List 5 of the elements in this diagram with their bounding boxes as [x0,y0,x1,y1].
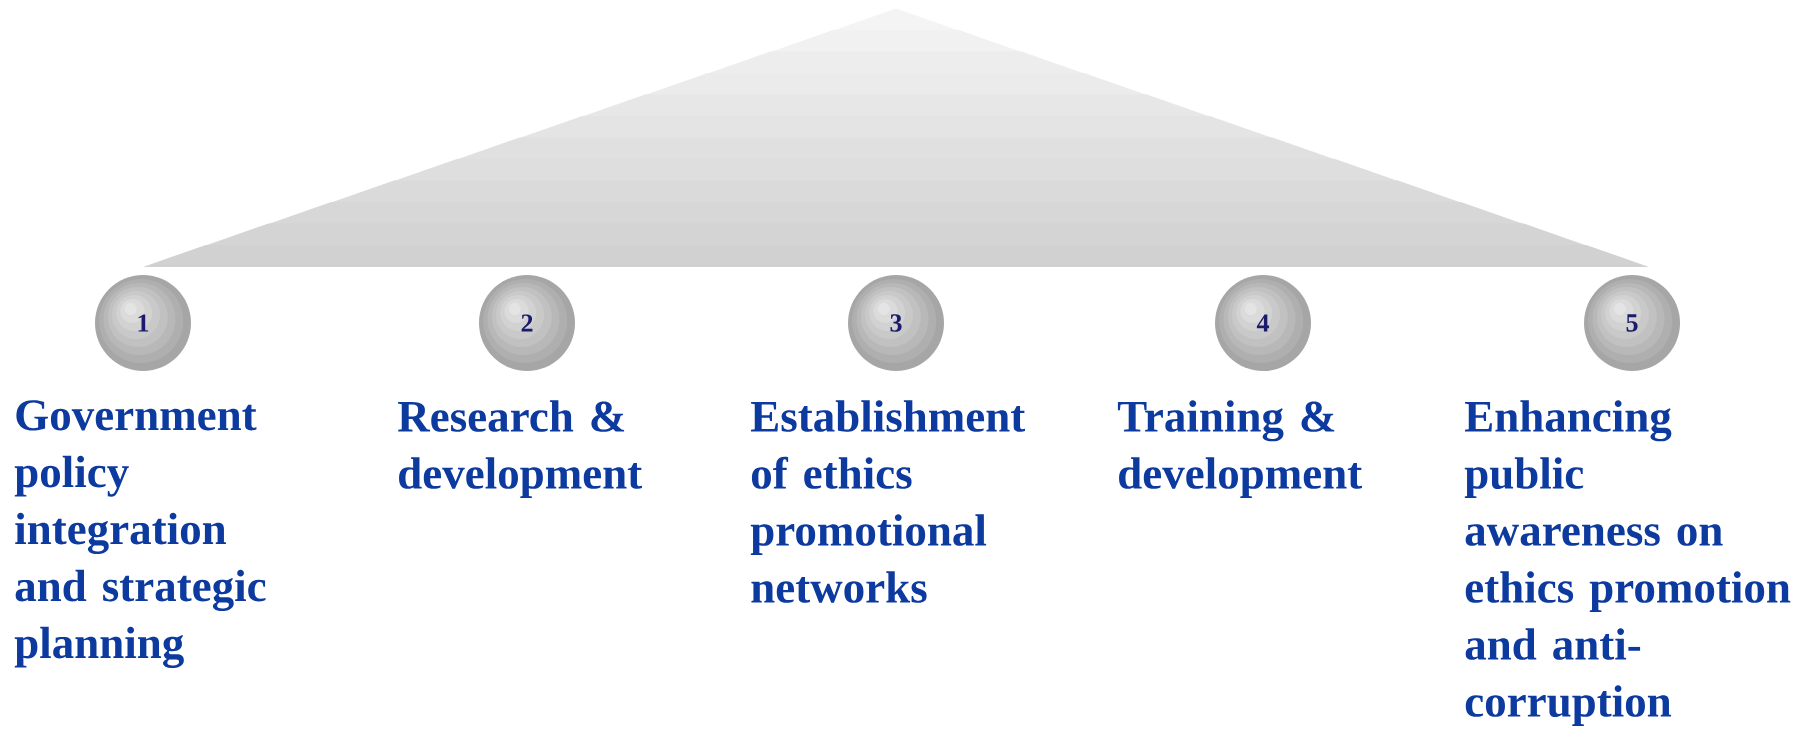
item-description: Research & development [397,400,642,498]
item-description: Establishment of ethics promotional networks [750,400,1026,603]
item-description: Training & development [1117,400,1362,498]
item-description: Government policy integration and strategic planning [14,400,266,668]
item-description: Enhancing public awareness on ethics promotion and anti-corruption [1464,400,1791,726]
